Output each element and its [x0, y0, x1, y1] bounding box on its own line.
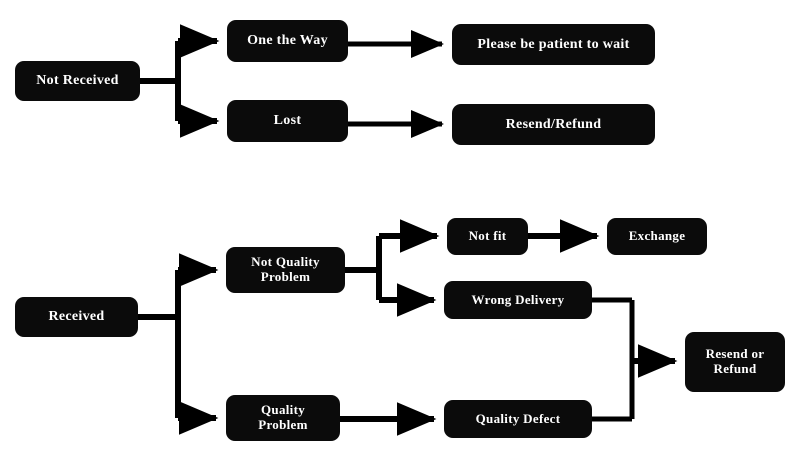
node-not-quality-problem[interactable]: Not Quality Problem	[226, 247, 345, 293]
node-wrong-delivery[interactable]: Wrong Delivery	[444, 281, 592, 319]
node-please-be-patient-to-wait[interactable]: Please be patient to wait	[452, 24, 655, 65]
node-resend-refund[interactable]: Resend/Refund	[452, 104, 655, 145]
node-quality-problem[interactable]: Quality Problem	[226, 395, 340, 441]
node-exchange[interactable]: Exchange	[607, 218, 707, 255]
node-one-the-way[interactable]: One the Way	[227, 20, 348, 62]
node-not-fit[interactable]: Not fit	[447, 218, 528, 255]
node-lost[interactable]: Lost	[227, 100, 348, 142]
node-resend-or-refund[interactable]: Resend or Refund	[685, 332, 785, 392]
node-received[interactable]: Received	[15, 297, 138, 337]
node-quality-defect[interactable]: Quality Defect	[444, 400, 592, 438]
node-not-received[interactable]: Not Received	[15, 61, 140, 101]
